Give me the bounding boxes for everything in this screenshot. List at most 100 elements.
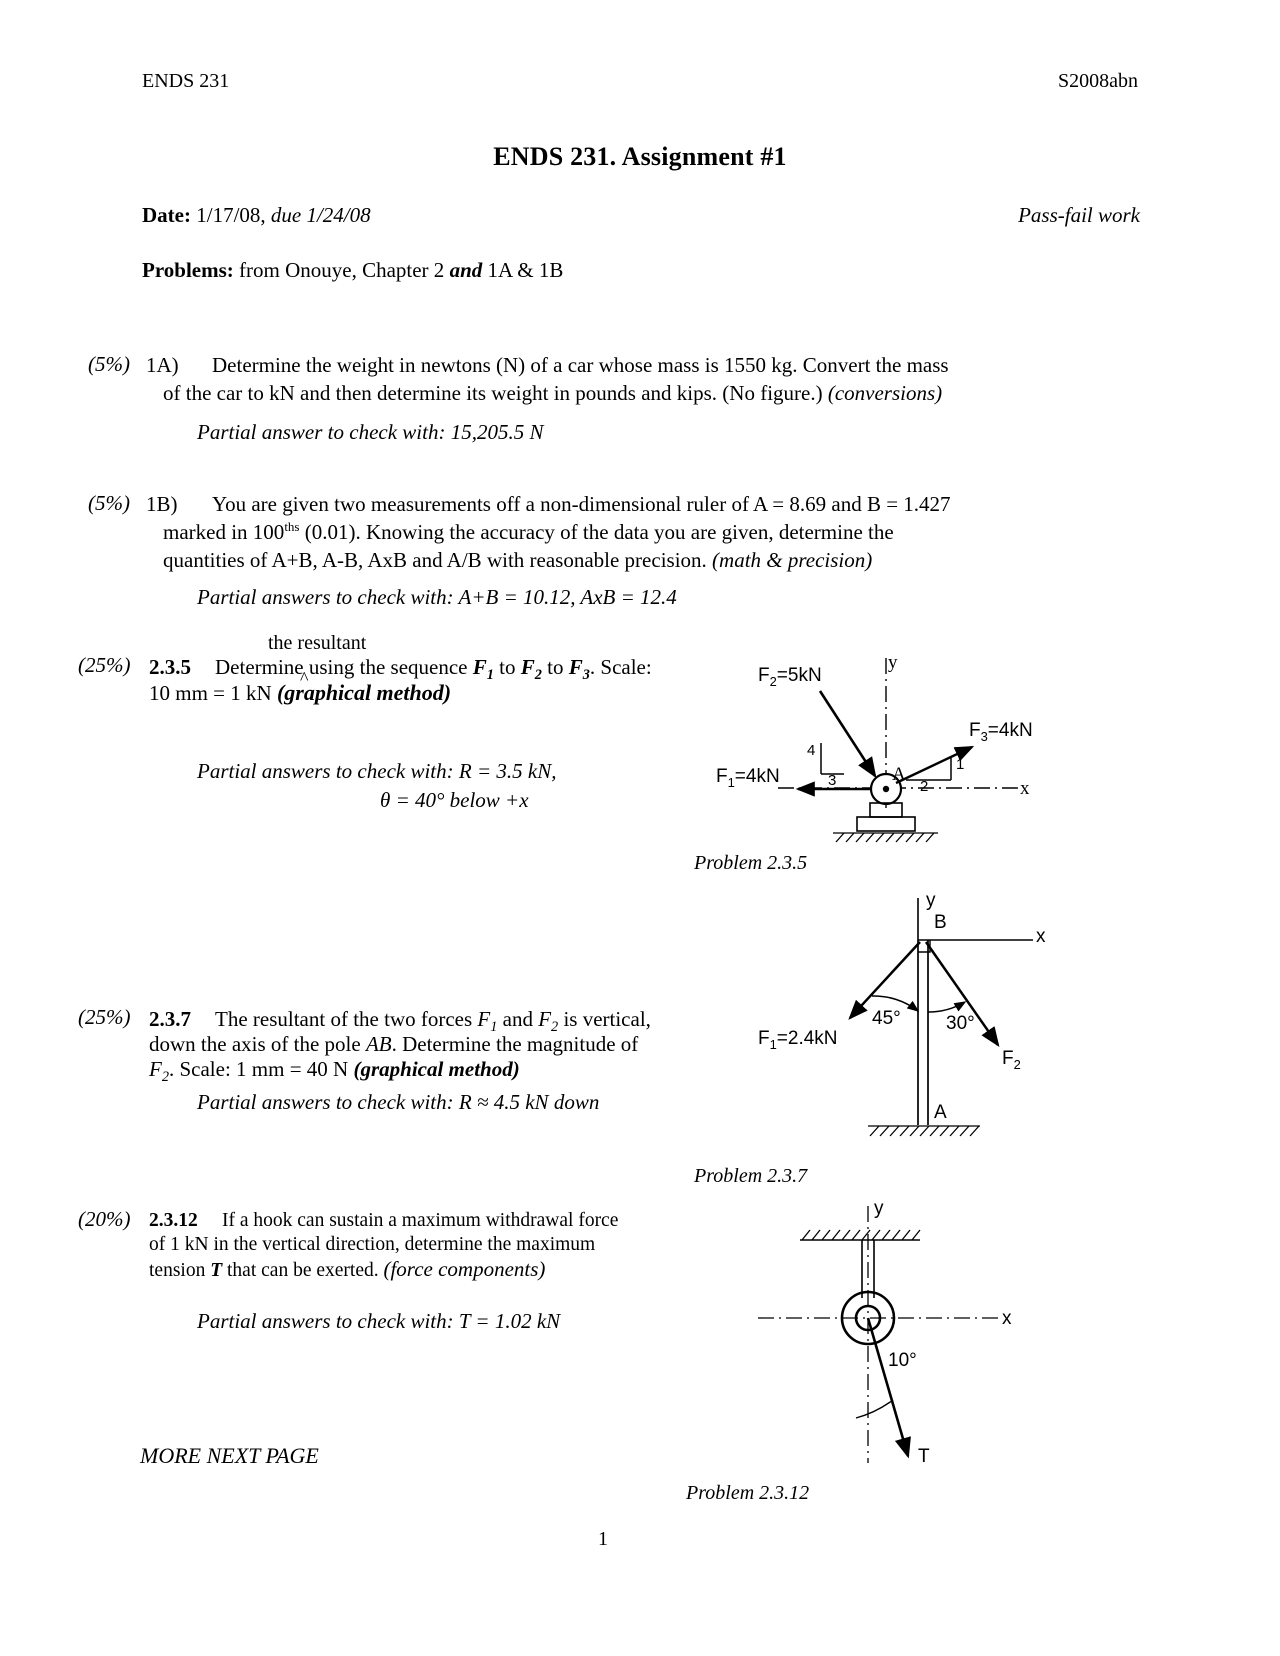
problem-237-number-label: 2.3.7 xyxy=(149,1007,191,1031)
fig237-angle-arc-30 xyxy=(927,1001,967,1013)
problem-1a-line2-text: of the car to kN and then determine its … xyxy=(163,381,823,405)
problem-235-number-label: 2.3.5 xyxy=(149,655,191,679)
problem-2312-number-label: 2.3.12 xyxy=(149,1210,198,1231)
fig237-x-label: x xyxy=(1036,926,1046,947)
problem-237-line1-b: and xyxy=(502,1007,533,1031)
problem-1b-topic-tag: (math & precision) xyxy=(712,548,873,572)
problem-235-line2: 10 mm = 1 kN (graphical method) xyxy=(149,679,689,708)
problem-237-line2-b: . Determine the magnitude of xyxy=(391,1032,639,1056)
problem-1b-weight: (5%) xyxy=(88,491,130,515)
fig2312-angle-label: 10° xyxy=(888,1350,917,1371)
fig237-angle-45-label: 45° xyxy=(872,1008,901,1029)
fig235-f2-label: F2=5kN xyxy=(758,665,822,689)
problem-1b-line3: quantities of A+B, A-B, AxB and A/B with… xyxy=(163,547,1073,574)
problem-237-scale: . Scale: 1 mm = 40 N xyxy=(168,1057,349,1081)
page-title: ENDS 231. Assignment #1 xyxy=(493,142,787,171)
problem-1b-line1: You are given two measurements off a non… xyxy=(212,492,951,516)
problem-1a-weight: (5%) xyxy=(88,352,130,376)
fig235-slope-f3-rise: 1 xyxy=(956,756,965,773)
problem-235-weight: (25%) xyxy=(78,653,131,677)
problem-1a-line2: of the car to kN and then determine its … xyxy=(163,380,1073,407)
fig237-angle-arc-45 xyxy=(871,995,920,1012)
problem-237-line2: down the axis of the pole AB. Determine … xyxy=(149,1031,689,1058)
fig235-y-label: y xyxy=(888,652,898,673)
problem-1a-topic-tag: (conversions) xyxy=(827,381,943,405)
grading-note: Pass-fail work xyxy=(1018,203,1140,227)
figure-237-caption: Problem 2.3.7 xyxy=(694,1165,808,1187)
problem-1a-line1: Determine the weight in newtons (N) of a… xyxy=(212,353,949,377)
fig235-support-base xyxy=(856,816,916,832)
fig2312-y-label: y xyxy=(874,1198,884,1219)
fig235-slope-triangle-f3 xyxy=(906,758,952,781)
problem-2312-line1: If a hook can sustain a maximum withdraw… xyxy=(222,1210,619,1231)
figure-problem-237: y x B A 45° 30° F1=2.4kN F2 xyxy=(758,880,1080,1150)
fig235-point-a-label: A xyxy=(892,764,906,785)
problem-237-pole-label: AB xyxy=(365,1032,392,1056)
fig235-slope-triangle-f2 xyxy=(820,743,844,775)
fig237-f1-label: F1=2.4kN xyxy=(758,1028,838,1052)
fig237-f2-label: F2 xyxy=(1002,1048,1021,1072)
problem-2312-topic-tag: (force components) xyxy=(383,1257,546,1281)
problem-237-line1-c: is vertical, xyxy=(563,1007,651,1031)
fig235-f3-label: F3=4kN xyxy=(969,720,1033,744)
figure-235-caption: Problem 2.3.5 xyxy=(694,852,808,874)
header-course-code: ENDS 231 xyxy=(142,70,230,92)
fig235-slope-f2-run: 3 xyxy=(828,772,837,789)
problem-2312-line3: tension T that can be exerted. (force co… xyxy=(149,1256,669,1284)
problem-237-answer-1: Partial answers to check with: R ≈ 4.5 k… xyxy=(197,1090,600,1114)
fig237-right-angle-mark xyxy=(918,940,931,953)
more-next-page-note: MORE NEXT PAGE xyxy=(140,1443,319,1468)
problem-237-f2-sub: 2 xyxy=(161,1069,169,1086)
problem-237-f2-sym: F xyxy=(149,1057,162,1081)
figure-problem-235: y x A F1=4kN F2=5kN F3=4kN 4 3 1 2 xyxy=(716,648,1060,843)
problem-1a-answer: Partial answer to check with: 15,205.5 N xyxy=(197,420,544,444)
problem-2312-number: 2.3.12 xyxy=(149,1208,198,1234)
problem-235-line1-d: . Scale: xyxy=(589,655,652,679)
problem-235-annotation: the resultant xyxy=(268,632,367,654)
problem-237-line2-a: down the axis of the pole xyxy=(149,1032,361,1056)
problem-1b-number: 1B) xyxy=(146,492,178,516)
problems-source: from Onouye, Chapter 2 xyxy=(239,258,445,282)
problem-2312-line3-b: that can be exerted. xyxy=(227,1260,379,1281)
problems-label: Problems: xyxy=(142,258,234,282)
fig237-point-b-label: B xyxy=(934,912,947,933)
fig235-slope-f2-rise: 4 xyxy=(807,742,816,759)
fig237-ground-hatch xyxy=(868,1125,980,1137)
problem-1b-line2-sup: ths xyxy=(284,519,300,534)
problem-237-weight: (25%) xyxy=(78,1005,131,1029)
fig237-y-label: y xyxy=(926,890,936,911)
problem-2312-answer-1: Partial answers to check with: T = 1.02 … xyxy=(197,1309,561,1333)
problem-235-answer-2: θ = 40° below +x xyxy=(380,788,529,812)
fig235-f1-label: F1=4kN xyxy=(716,766,780,790)
problems-row: Problems: from Onouye, Chapter 2 and 1A … xyxy=(142,258,1140,283)
problem-235-method-tag: (graphical method) xyxy=(276,680,452,705)
date-row: Pass-fail work Date: 1/17/08, due 1/24/0… xyxy=(142,203,1140,228)
problem-2312-line2: of 1 kN in the vertical direction, deter… xyxy=(149,1234,596,1255)
date-value: 1/17/08, xyxy=(196,203,266,227)
problem-235-line1-b: to xyxy=(499,655,516,679)
figure-2312-caption: Problem 2.3.12 xyxy=(686,1482,810,1504)
problem-1b-line2-post: (0.01). Knowing the accuracy of the data… xyxy=(304,520,894,544)
fig235-force-f2 xyxy=(818,690,877,779)
page-number: 1 xyxy=(598,1528,608,1550)
fig235-x-label: x xyxy=(1020,778,1030,799)
problem-235-scale: 10 mm = 1 kN xyxy=(149,681,272,705)
fig2312-tension-label: T xyxy=(918,1446,930,1467)
fig235-pin-center xyxy=(882,785,890,793)
problem-235-answer-1: Partial answers to check with: R = 3.5 k… xyxy=(197,759,557,783)
problems-extra: 1A & 1B xyxy=(487,258,564,282)
fig235-ground-hatch xyxy=(833,832,938,843)
problems-and: and xyxy=(449,258,483,282)
problem-1b-line2-pre: marked in 100 xyxy=(163,520,285,544)
problem-237-line3: F2. Scale: 1 mm = 40 N (graphical method… xyxy=(149,1056,689,1087)
problem-1b-answer: Partial answers to check with: A+B = 10.… xyxy=(197,585,677,609)
fig237-point-a-label: A xyxy=(934,1102,947,1123)
fig235-force-f3 xyxy=(895,745,975,785)
problem-235-line1-c: to xyxy=(547,655,564,679)
page-header: ENDS 231 S2008abn xyxy=(142,70,1138,93)
date-due: due 1/24/08 xyxy=(270,203,371,227)
fig237-angle-30-label: 30° xyxy=(946,1013,975,1034)
fig2312-x-label: x xyxy=(1002,1308,1012,1329)
problem-237-number: 2.3.7 xyxy=(149,1006,191,1033)
header-term-code: S2008abn xyxy=(1058,70,1138,92)
